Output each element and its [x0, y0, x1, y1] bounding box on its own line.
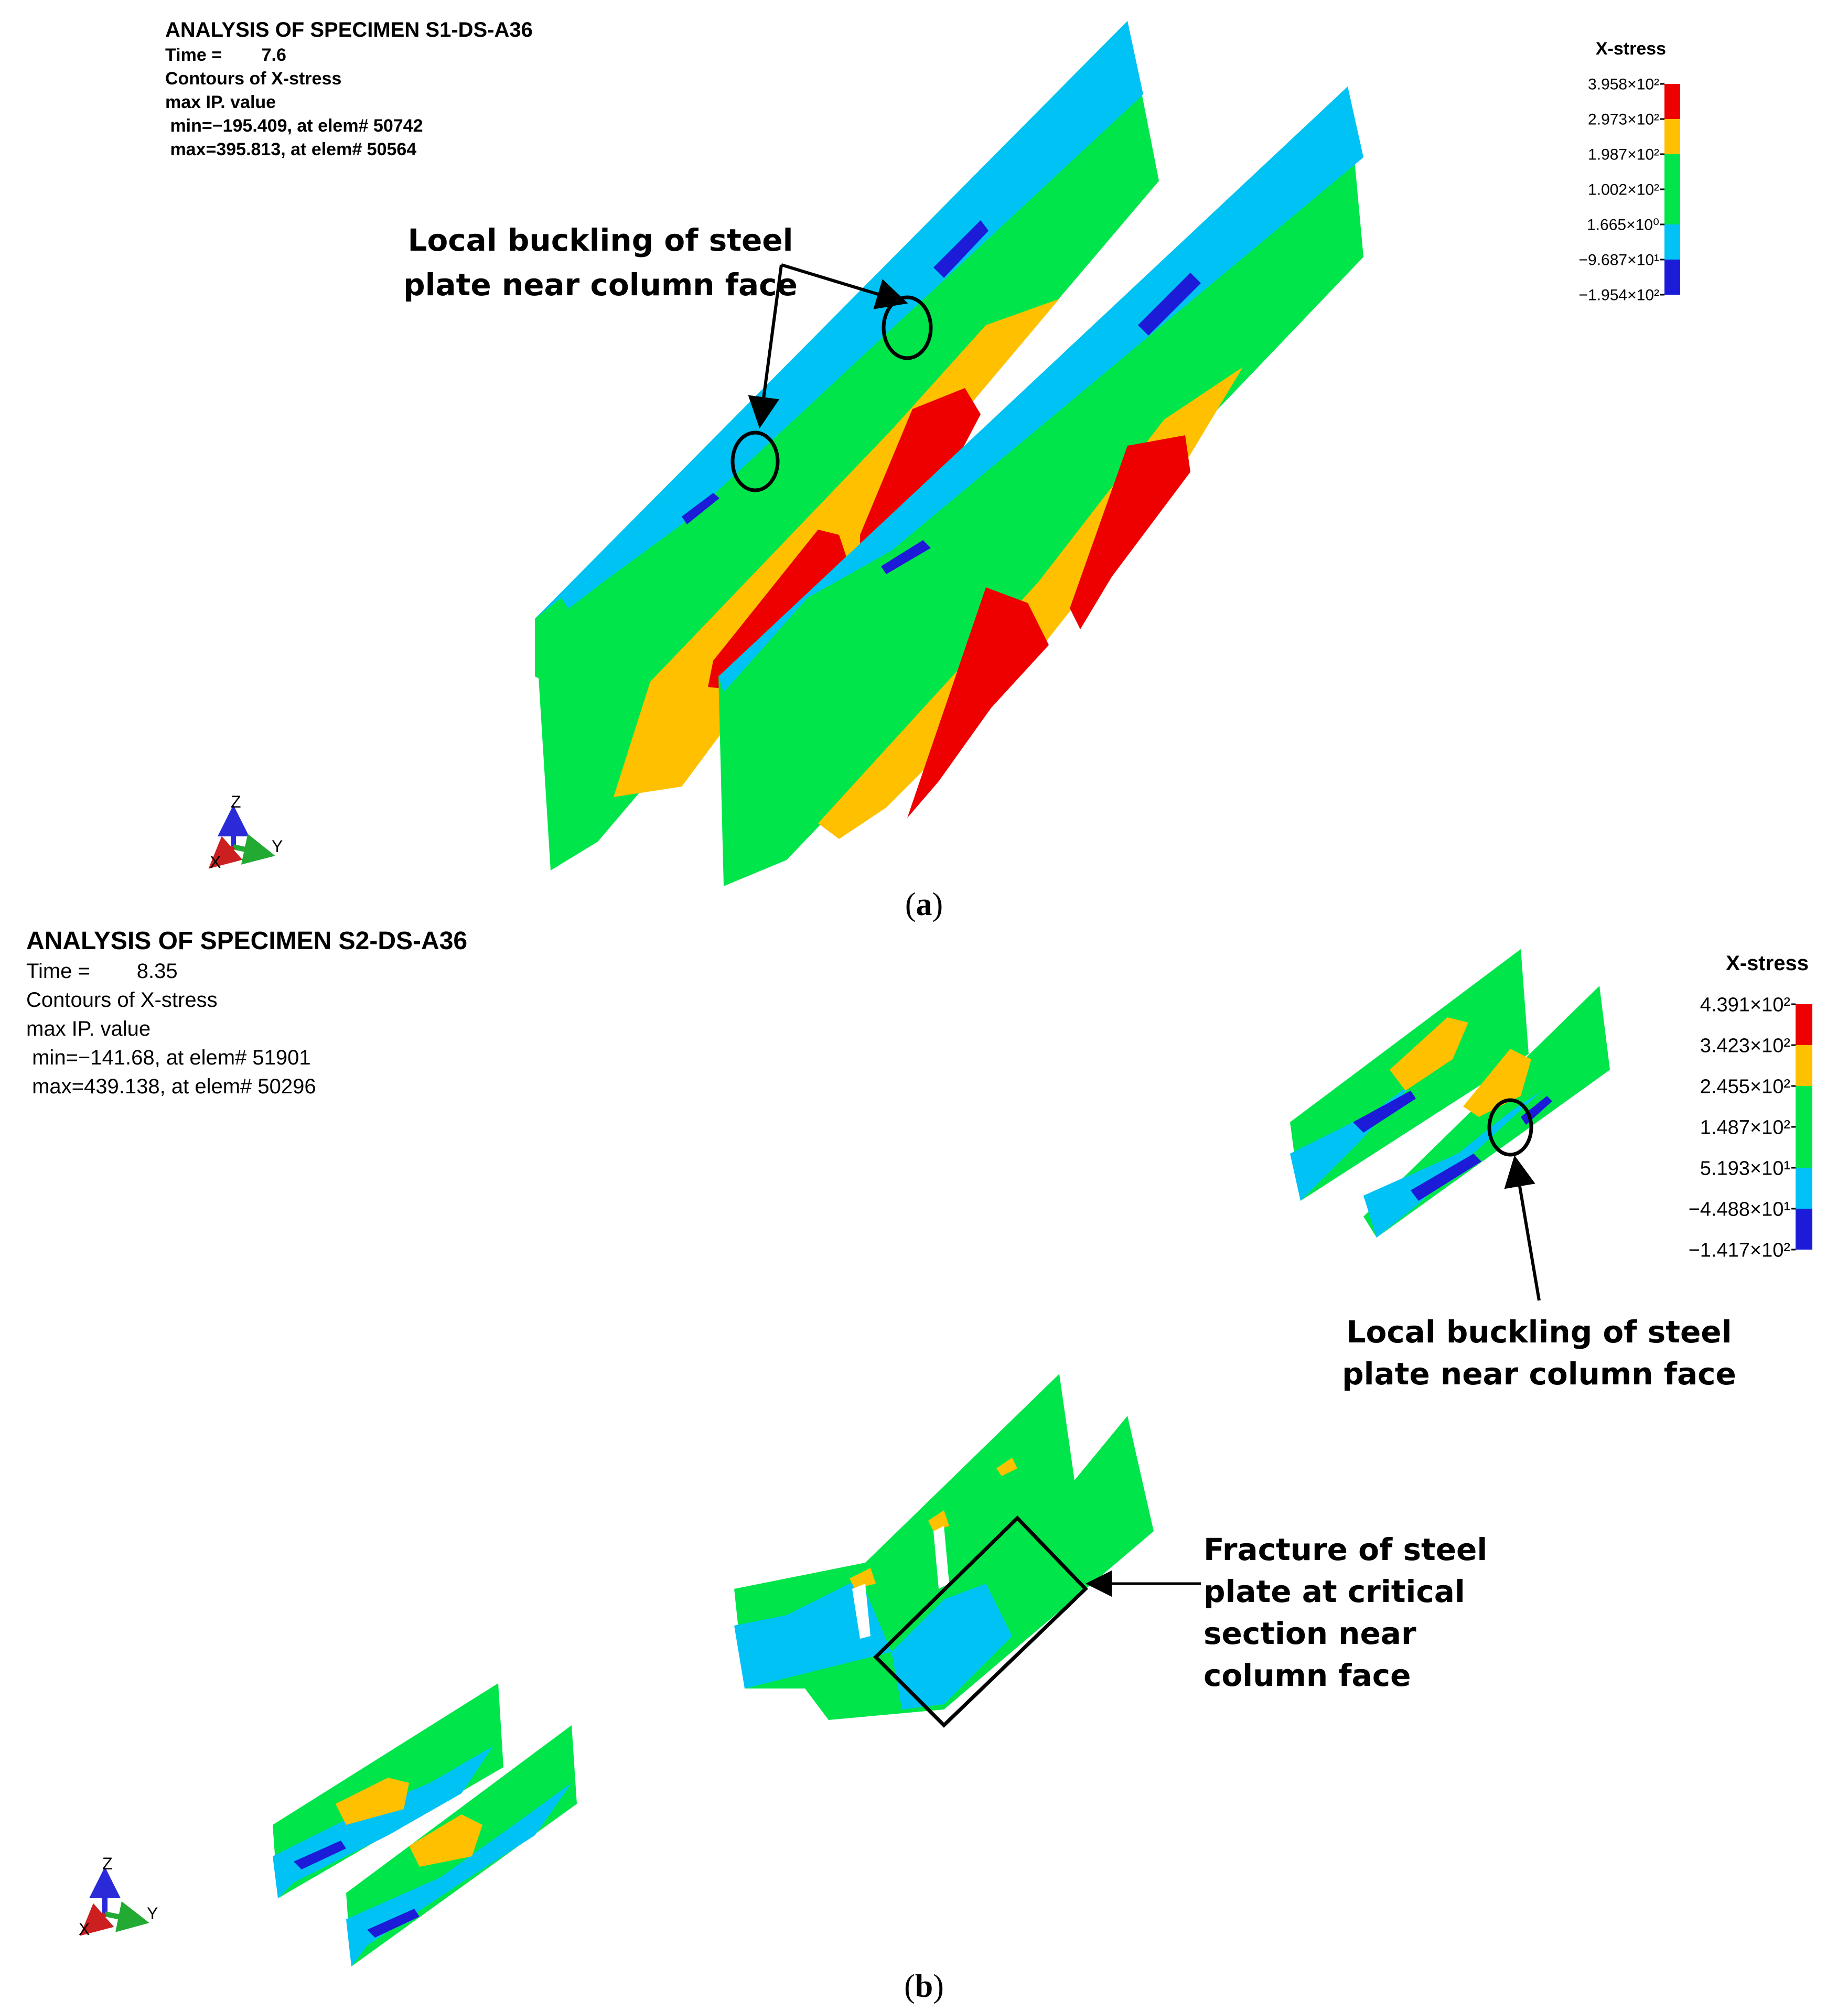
panel-a-time: Time = 7.6: [165, 45, 286, 65]
panel-b-fracture-line4: column face: [1204, 1658, 1411, 1693]
panel-b: ANALYSIS OF SPECIMEN S2-DS-A36 Time = 8.…: [26, 927, 1812, 2004]
legend-level-label: 3.423×10²: [1700, 1035, 1790, 1057]
panel-a-legend-title: X-stress: [1596, 39, 1666, 59]
panel-a-y-label: Y: [272, 837, 283, 856]
panel-b-buckling-line1: Local buckling of steel: [1347, 1314, 1732, 1350]
panel-b-axis-triad: Z Y X: [79, 1854, 158, 1939]
panel-b-caption: (b): [904, 1969, 944, 2004]
panel-b-x-axis: [80, 1903, 114, 1936]
legend-swatch: [1664, 84, 1680, 119]
panel-a-circle-lower: [730, 431, 780, 492]
panel-a-arrow-lower: [748, 264, 783, 428]
panel-b-plates-lower-left: [273, 1683, 577, 1966]
panel-b-circle-buckling: [1487, 1098, 1533, 1157]
legend-level-label: 3.958×10²: [1588, 76, 1659, 93]
panel-a-circle-upper: [882, 295, 933, 360]
legend-level-label: 2.973×10²: [1588, 111, 1659, 128]
panel-b-buckling-line2: plate near column face: [1342, 1356, 1736, 1392]
legend-level-label: −9.687×10¹: [1579, 252, 1659, 269]
panel-a-z-label: Z: [231, 792, 241, 811]
panel-a: ANALYSIS OF SPECIMEN S1-DS-A36 Time = 7.…: [165, 18, 1680, 922]
panel-a-plate-lower: [718, 87, 1363, 886]
panel-a-title: ANALYSIS OF SPECIMEN S1-DS-A36: [165, 18, 533, 41]
panel-b-y-axis: [104, 1901, 149, 1932]
legend-swatch: [1796, 1045, 1812, 1086]
panel-a-x-label: X: [210, 853, 221, 872]
panel-b-time: Time = 8.35: [26, 960, 178, 983]
panel-b-max-ip: max IP. value: [26, 1017, 151, 1040]
panel-b-legend: X-stress 4.391×10² 3.423×10² 2.455×10² 1.48…: [1689, 952, 1812, 1261]
legend-swatch: [1796, 1209, 1812, 1250]
legend-level-label: 2.455×10²: [1700, 1076, 1790, 1098]
legend-swatch: [1664, 260, 1680, 295]
legend-swatch: [1664, 189, 1680, 224]
panel-b-min-value: min=−141.68, at elem# 51901: [26, 1046, 311, 1069]
panel-b-fracture-line1: Fracture of steel: [1204, 1532, 1487, 1567]
panel-b-fracture-line3: section near: [1204, 1616, 1416, 1651]
panel-b-legend-title: X-stress: [1726, 952, 1809, 975]
panel-a-axis-triad: Z Y X: [208, 792, 283, 872]
legend-level-label: −4.488×10¹: [1689, 1198, 1790, 1220]
panel-a-annotation-line2: plate near column face: [403, 267, 798, 303]
legend-swatch: [1796, 1086, 1812, 1127]
panel-b-plates-upper-right: [1290, 949, 1610, 1238]
panel-a-caption: (a): [905, 887, 943, 922]
legend-level-label: 1.487×10²: [1700, 1116, 1790, 1138]
legend-level-label: 4.391×10²: [1700, 994, 1790, 1016]
panel-a-min-value: min=−195.409, at elem# 50742: [165, 116, 423, 136]
panel-b-contour-label: Contours of X-stress: [26, 988, 218, 1012]
panel-b-header: ANALYSIS OF SPECIMEN S2-DS-A36 Time = 8.…: [26, 927, 467, 1098]
panel-a-annotation: Local buckling of steel plate near colum…: [403, 222, 933, 492]
panel-a-max-ip: max IP. value: [165, 92, 276, 112]
panel-a-y-axis: [232, 834, 275, 865]
panel-b-x-label: X: [79, 1920, 90, 1939]
legend-swatch: [1796, 1127, 1812, 1168]
legend-level-label: 5.193×10¹: [1700, 1157, 1790, 1179]
legend-swatch: [1796, 1004, 1812, 1045]
legend-level-label: −1.954×10²: [1579, 287, 1659, 304]
panel-a-max-value: max=395.813, at elem# 50564: [165, 139, 416, 159]
panel-b-title: ANALYSIS OF SPECIMEN S2-DS-A36: [26, 927, 467, 955]
panel-b-plates-center: [734, 1374, 1154, 1720]
panel-b-annotation-buckling: Local buckling of steel plate near colum…: [1342, 1098, 1736, 1392]
panel-b-fracture-line2: plate at critical: [1204, 1574, 1465, 1609]
legend-level-label: −1.417×10²: [1689, 1239, 1790, 1261]
legend-level-label: 1.665×10⁰: [1587, 217, 1659, 234]
panel-a-header: ANALYSIS OF SPECIMEN S1-DS-A36 Time = 7.…: [165, 18, 533, 159]
panel-b-annotation-fracture: Fracture of steel plate at critical sect…: [873, 1515, 1487, 1728]
panel-b-max-value: max=439.138, at elem# 50296: [26, 1075, 316, 1098]
panel-b-z-label: Z: [102, 1854, 113, 1873]
legend-swatch: [1664, 224, 1680, 260]
panel-b-arrow-buckling: [1504, 1155, 1541, 1301]
panel-a-x-axis: [208, 836, 243, 869]
legend-level-label: 1.987×10²: [1588, 146, 1659, 164]
legend-swatch: [1796, 1168, 1812, 1209]
legend-swatch: [1664, 119, 1680, 154]
panel-b-y-label: Y: [147, 1904, 158, 1923]
legend-swatch: [1664, 154, 1680, 189]
panel-a-contour-label: Contours of X-stress: [165, 69, 341, 89]
legend-level-label: 1.002×10²: [1588, 181, 1659, 199]
panel-a-arrow-upper: [781, 263, 908, 309]
panel-a-legend: X-stress 3.958×10² 2.973×10² 1.987×10² 1.00…: [1579, 39, 1680, 304]
panel-a-annotation-line1: Local buckling of steel: [408, 222, 793, 258]
